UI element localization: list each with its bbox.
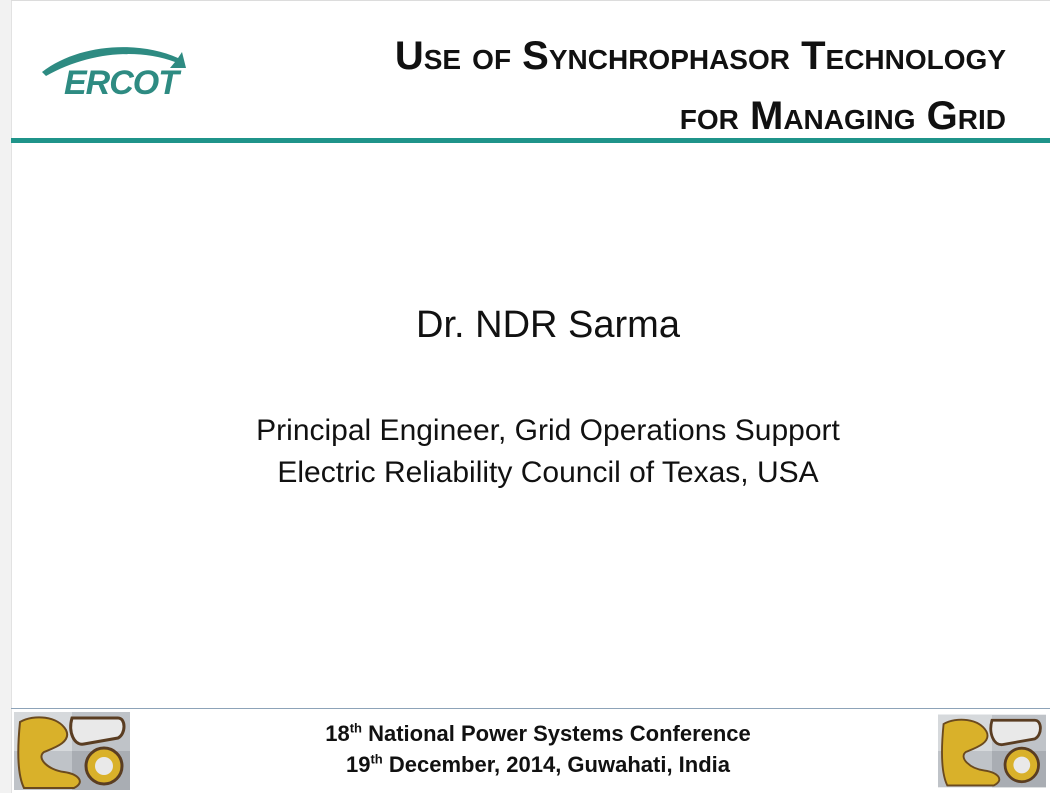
slide-title: Use of Synchrophasor Technology for Mana… [226,26,1006,146]
conference-emblem-right [938,712,1046,793]
footer-line-1: 18th National Power Systems Conference [11,718,1050,749]
footer-line-2: 19th December, 2014, Guwahati, India [11,749,1050,780]
footer-text: 18th National Power Systems Conference 1… [11,718,1050,780]
footer-line-1-text: National Power Systems Conference [361,721,751,746]
presenter-affiliation: Principal Engineer, Grid Operations Supp… [11,410,1050,494]
conference-emblem-icon [14,712,130,790]
affiliation-line-2: Electric Reliability Council of Texas, U… [277,456,819,489]
logo-text: ERCOT [64,64,179,102]
ercot-logo: ERCOT [38,38,188,108]
title-line-2: for Managing Grid [679,94,1006,138]
footer-line-2-text: December, 2014, Guwahati, India [382,752,731,777]
title-line-1: Use of Synchrophasor Technology [394,34,1006,78]
presenter-name: Dr. NDR Sarma [416,304,680,346]
conference-emblem-left [14,712,130,793]
footer-line-1-number: 18 [325,721,350,746]
slide-top-edge [11,0,1050,7]
conference-emblem-icon [938,714,1046,788]
footer-divider [11,708,1050,709]
footer-line-1-suffix: th [349,720,362,736]
affiliation-line-1: Principal Engineer, Grid Operations Supp… [256,414,840,447]
ercot-swoosh-icon [42,47,186,76]
footer-line-2-number: 19 [345,752,371,777]
slide-left-edge [0,0,12,793]
footer-line-2-suffix: th [370,751,383,767]
title-underline [11,138,1050,143]
